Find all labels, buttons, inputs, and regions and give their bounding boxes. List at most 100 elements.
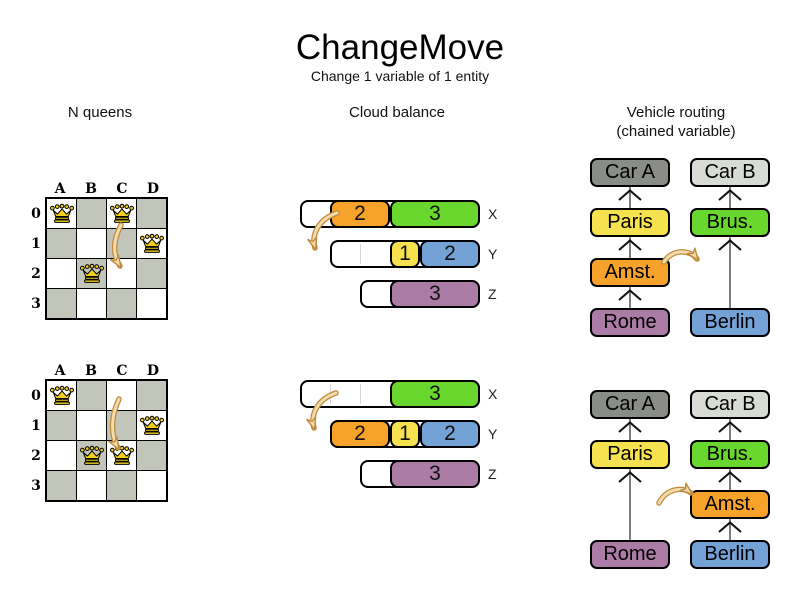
row-header-1: 1 <box>31 236 41 252</box>
chain-link-arrow <box>716 188 744 206</box>
node-label: Paris <box>607 443 653 465</box>
node-label: Rome <box>603 543 657 565</box>
board-cell-B0 <box>77 381 106 410</box>
row-header-0: 0 <box>31 206 41 222</box>
row-header-0: 0 <box>31 388 41 404</box>
section-header-vehicle-line1: Vehicle routing <box>626 104 726 121</box>
board-cell-D0 <box>137 199 166 228</box>
process-load-label: 2 <box>354 422 366 445</box>
node-paris: Paris <box>590 208 670 237</box>
queen-icon <box>79 263 104 283</box>
chain-link-line <box>729 519 731 540</box>
board-cell-D1 <box>137 229 166 258</box>
board-grid <box>45 197 168 320</box>
node-carb: Car B <box>690 158 770 187</box>
node-berlin: Berlin <box>690 308 770 337</box>
computer-row-Z: 3 <box>360 280 480 308</box>
node-amst: Amst. <box>590 258 670 287</box>
node-label: Amst. <box>604 261 656 283</box>
node-label: Brus. <box>706 211 754 233</box>
section-header-cloud: Cloud balance <box>349 104 445 121</box>
board-cell-A0 <box>47 381 76 410</box>
chain-link-line <box>629 187 631 208</box>
row-header-2: 2 <box>31 266 41 282</box>
chain-link-line <box>729 187 731 208</box>
process-load-label: 3 <box>429 382 441 405</box>
board-cell-D2 <box>137 259 166 288</box>
board-cell-C2 <box>107 441 136 470</box>
queen-icon <box>49 203 74 223</box>
chevron-up-icon <box>718 471 742 483</box>
chevron-up-icon <box>618 289 642 301</box>
node-amst: Amst. <box>690 490 770 519</box>
chain-link-arrow <box>616 288 644 306</box>
node-label: Paris <box>607 211 653 233</box>
board-cell-C0 <box>107 199 136 228</box>
node-cara: Car A <box>590 158 670 187</box>
computer-row-Z: 3 <box>360 460 480 488</box>
board-cell-C1 <box>107 411 136 440</box>
node-label: Brus. <box>706 443 754 465</box>
column-header-D: D <box>146 363 161 379</box>
node-label: Car B <box>704 161 756 183</box>
board-cell-D3 <box>137 471 166 500</box>
board-grid <box>45 379 168 502</box>
process-load-label: 1 <box>399 422 411 445</box>
board-cell-D3 <box>137 289 166 318</box>
free-slot-divider <box>330 384 331 404</box>
board-cell-A3 <box>47 471 76 500</box>
node-berlin: Berlin <box>690 540 770 569</box>
process-block: 2 <box>330 200 390 228</box>
process-block: 3 <box>390 380 480 408</box>
board-cell-A1 <box>47 411 76 440</box>
node-rome: Rome <box>590 540 670 569</box>
queen-icon <box>109 203 134 223</box>
queen-icon <box>139 415 164 435</box>
process-block: 1 <box>390 240 420 268</box>
chain-link-line <box>629 419 631 440</box>
computer-row-X: 3 <box>300 380 480 408</box>
computer-label-Y: Y <box>488 426 498 442</box>
process-load-label: 1 <box>399 242 411 265</box>
process-load-label: 2 <box>354 202 366 225</box>
board-cell-B0 <box>77 199 106 228</box>
board-cell-D0 <box>137 381 166 410</box>
process-block: 2 <box>420 240 480 268</box>
chevron-up-icon <box>718 239 742 251</box>
column-header-C: C <box>116 363 129 379</box>
process-block: 3 <box>390 280 480 308</box>
process-block: 2 <box>420 420 480 448</box>
chevron-up-icon <box>718 521 742 533</box>
chain-link-arrow <box>716 470 744 488</box>
process-block: 3 <box>390 200 480 228</box>
node-label: Berlin <box>704 311 756 333</box>
column-header-A: A <box>54 363 67 379</box>
chain-link-arrow <box>716 238 744 256</box>
page-title: ChangeMove <box>295 28 505 67</box>
node-label: Amst. <box>704 493 756 515</box>
node-label: Car A <box>604 161 656 183</box>
board-cell-C3 <box>107 471 136 500</box>
node-brus: Brus. <box>690 208 770 237</box>
node-cara: Car A <box>590 390 670 419</box>
node-paris: Paris <box>590 440 670 469</box>
board-cell-B2 <box>77 259 106 288</box>
computer-label-Y: Y <box>488 246 498 262</box>
chevron-up-icon <box>618 239 642 251</box>
board-cell-A2 <box>47 441 76 470</box>
free-slot-divider <box>360 244 361 264</box>
computer-label-X: X <box>488 386 498 402</box>
process-load-label: 2 <box>444 242 456 265</box>
column-header-C: C <box>116 181 129 197</box>
chevron-up-icon <box>618 421 642 433</box>
chevron-up-icon <box>618 471 642 483</box>
chain-link-arrow <box>616 238 644 256</box>
